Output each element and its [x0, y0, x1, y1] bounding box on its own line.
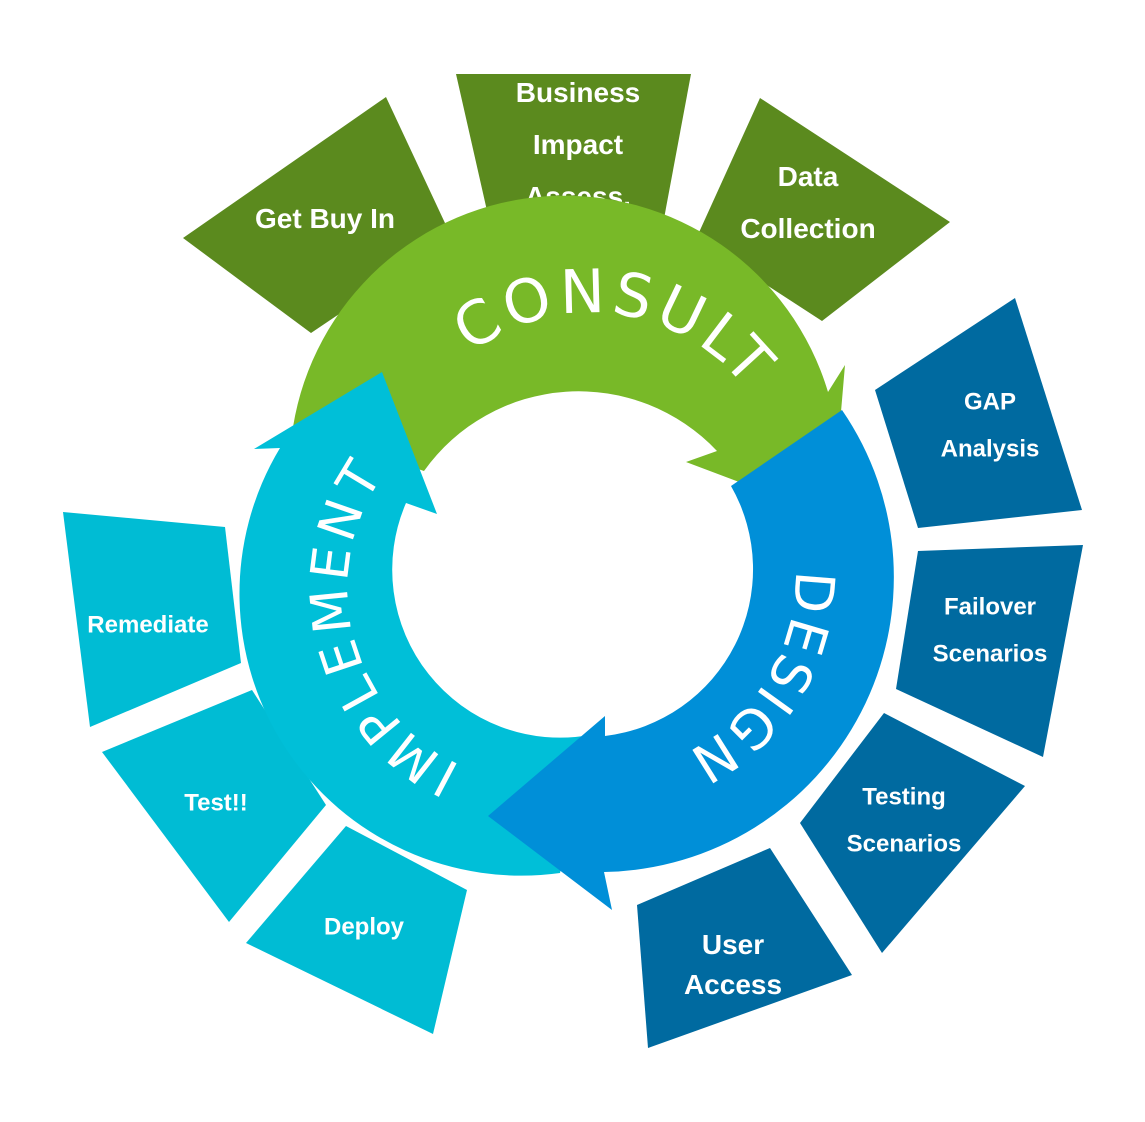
segment-label-test: Test!!: [184, 789, 248, 816]
segment-label-line: Get Buy In: [255, 203, 395, 234]
outer-ring: Get Buy InBusinessImpactAssess.DataColle…: [63, 74, 1083, 1048]
segment-label-line: Data: [778, 161, 839, 192]
segment-label-line: Analysis: [941, 435, 1040, 462]
segment-label-line: Scenarios: [933, 640, 1048, 667]
segment-shape-business-impact: [456, 74, 691, 224]
segment-label-deploy: Deploy: [324, 913, 405, 940]
segment-label-line: Scenarios: [847, 830, 962, 857]
segment-label-line: Testing: [862, 783, 946, 810]
segment-label-remediate: Remediate: [87, 611, 208, 638]
segment-label-get-buy-in: Get Buy In: [255, 203, 395, 234]
implement-arrow: [239, 372, 590, 876]
segment-remediate: Remediate: [63, 512, 241, 727]
consult-arrow: [293, 195, 845, 517]
segment-label-line: GAP: [964, 388, 1016, 415]
segment-label-line: Collection: [740, 213, 875, 244]
segment-label-line: Test!!: [184, 789, 248, 816]
segment-label-line: Access: [684, 969, 782, 1000]
segment-test: Test!!: [102, 690, 326, 922]
segment-shape-remediate: [63, 512, 241, 727]
segment-label-line: Impact: [533, 129, 623, 160]
phase-arrows: [239, 195, 894, 910]
segment-label-line: Deploy: [324, 913, 405, 940]
segment-shape-deploy: [246, 826, 467, 1034]
segment-label-gap-analysis: GAP Analysis: [941, 388, 1040, 462]
segment-shape-data-collection: [696, 98, 950, 321]
segment-shape-user-access: [637, 848, 852, 1048]
segment-shape-gap-analysis: [875, 298, 1082, 528]
segment-label-line: Failover: [944, 593, 1036, 620]
segment-label-line: Business: [516, 77, 641, 108]
segment-label-business-impact: BusinessImpactAssess.: [516, 77, 641, 212]
segment-gap-analysis: GAP Analysis: [875, 298, 1082, 528]
segment-shape-test: [102, 690, 326, 922]
segment-shape-testing-scenarios: [800, 713, 1025, 953]
segment-label-line: Remediate: [87, 611, 208, 638]
design-arrow: [488, 410, 894, 910]
segment-deploy: Deploy: [246, 826, 467, 1034]
segment-label-line: User: [702, 929, 764, 960]
segment-shape-failover-scenarios: [896, 545, 1083, 757]
